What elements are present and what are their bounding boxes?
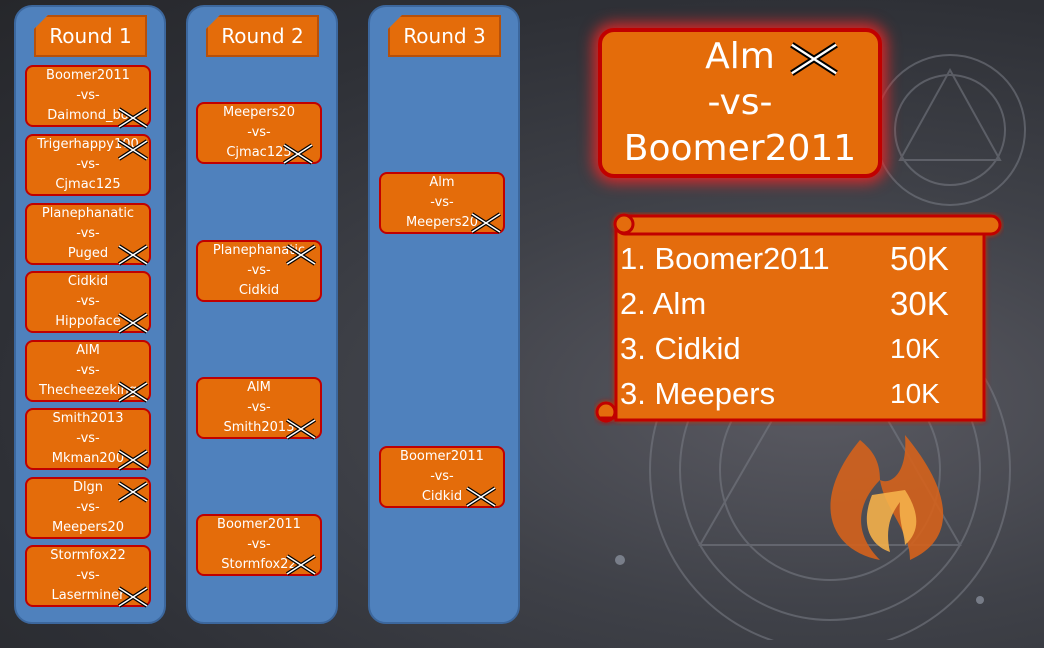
player-1: Planephanatic [212,243,306,258]
eliminated-x-icon [285,418,317,440]
magic-circle-background [615,54,1026,640]
prize-amount: 30K [890,284,949,322]
prize-row-3: 3. Cidkid 10K [620,326,980,371]
vs-label: -vs- [247,125,271,140]
prize-place: 1. Boomer2011 [620,240,830,276]
player-1: AlM [247,380,271,395]
player-1: Boomer2011 [400,449,484,464]
eliminated-x-icon [285,244,317,266]
final-vs-label: -vs- [707,82,773,123]
player-2: Smith2013 [223,420,295,435]
prize-place: 3. Meepers [620,375,776,411]
round-1-match-8: Stormfox22 -vs- Laserminer [25,545,151,607]
prize-amount: 10K [890,377,940,409]
vs-label: -vs- [76,568,100,583]
eliminated-x-icon [282,143,314,165]
eliminated-x-icon [285,554,317,576]
eliminated-x-icon [117,381,149,403]
eliminated-x-icon [470,212,502,234]
eliminated-x-icon [790,42,838,76]
player-1: Smith2013 [52,411,124,426]
prize-amount: 10K [890,332,940,364]
round-1-match-1: Boomer2011 -vs- Daimond_bo [25,65,151,127]
prize-row-4: 3. Meepers 10K [620,371,980,416]
eliminated-x-icon [117,244,149,266]
player-2: Cidkid [421,489,463,504]
player-1: Alm [429,175,455,190]
round-1-match-7: Dlgn -vs- Meepers20 [25,477,151,539]
eliminated-x-icon [117,139,149,161]
player-2: Hippoface [55,314,121,329]
vs-label: -vs- [76,157,100,172]
player-1: Dlgn [72,480,104,495]
final-match: Alm -vs- Boomer2011 [598,28,882,178]
player-1: Cidkid [67,274,109,289]
player-1: Planephanatic [41,206,135,221]
prize-scroll-banner [595,213,1002,423]
prize-row-2: 2. Alm 30K [620,281,980,326]
round-3-column: Round 3 [368,5,520,624]
vs-label: -vs- [76,363,100,378]
eliminated-x-icon [117,481,149,503]
player-2: Meepers20 [405,215,479,230]
player-2: Daimond_bo [47,108,129,123]
prize-list: 1. Boomer2011 50K 2. Alm 30K 3. Cidkid 1… [620,236,980,416]
vs-label: -vs- [76,226,100,241]
eliminated-x-icon [465,486,497,508]
round-1-match-4: Cidkid -vs- Hippoface [25,271,151,333]
round-1-match-2: Trigerhappy100 -vs- Cjmac125 [25,134,151,196]
prize-place: 3. Cidkid [620,330,741,366]
player-2: Cjmac125 [226,145,292,160]
vs-label: -vs- [76,88,100,103]
vs-label: -vs- [247,263,271,278]
player-1: Trigerhappy100 [37,137,139,152]
vs-label: -vs- [76,294,100,309]
player-2: Mkman200 [51,451,125,466]
player-1: AlM [76,343,100,358]
round-1-header: Round 1 [34,15,147,57]
player-1: Stormfox22 [50,548,126,563]
player-2: Meepers20 [51,520,125,535]
prize-place: 2. Alm [620,285,707,321]
player-2: Thecheezeking [38,383,137,398]
final-player-1: Alm [705,36,775,77]
prize-row-1: 1. Boomer2011 50K [620,236,980,281]
player-2: Stormfox22 [221,557,297,572]
vs-label: -vs- [430,469,454,484]
vs-label: -vs- [247,537,271,552]
final-player-2: Boomer2011 [623,128,857,169]
phoenix-flame-emblem [830,435,944,560]
player-1: Meepers20 [222,105,296,120]
eliminated-x-icon [117,312,149,334]
eliminated-x-icon [117,449,149,471]
vs-label: -vs- [247,400,271,415]
round-2-header: Round 2 [206,15,319,57]
eliminated-x-icon [117,107,149,129]
player-1: Boomer2011 [217,517,301,532]
round-3-header: Round 3 [388,15,501,57]
vs-label: -vs- [76,500,100,515]
eliminated-x-icon [117,586,149,608]
prize-amount: 50K [890,239,949,277]
player-2: Puged [67,246,109,261]
round-1-match-6: Smith2013 -vs- Mkman200 [25,408,151,470]
round-2-match-3: AlM -vs- Smith2013 [196,377,322,439]
player-2: Cjmac125 [55,177,121,192]
round-2-match-2: Planephanatic -vs- Cidkid [196,240,322,302]
vs-label: -vs- [76,431,100,446]
vs-label: -vs- [430,195,454,210]
player-2: Laserminer [51,588,125,603]
player-1: Boomer2011 [46,68,130,83]
player-2: Cidkid [238,283,280,298]
